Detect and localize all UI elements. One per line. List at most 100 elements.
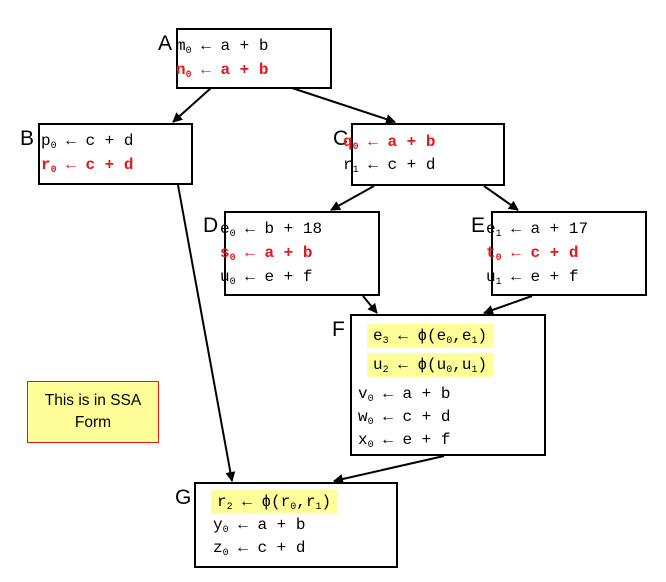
target-var-subscript: 0 bbox=[367, 417, 374, 428]
target-var-subscript: 2 bbox=[382, 365, 389, 376]
target-var-name: w bbox=[358, 408, 368, 426]
target-var: z0 bbox=[213, 539, 229, 559]
target-var: u2 bbox=[373, 356, 389, 376]
phi-operand-2-name: u bbox=[461, 356, 472, 374]
assign-arrow-icon: ← bbox=[358, 156, 388, 174]
expression: e + f bbox=[530, 268, 579, 286]
phi-comma: , bbox=[296, 493, 306, 511]
phi-operand-2-subscript: 1 bbox=[471, 336, 478, 347]
assign-arrow-icon: ← bbox=[191, 37, 221, 55]
expression: c + d bbox=[387, 156, 436, 174]
target-var-subscript: 0 bbox=[352, 142, 359, 153]
assign-arrow-icon: ← bbox=[56, 132, 86, 150]
target-var-name: r bbox=[217, 493, 227, 511]
target-var-subscript: 0 bbox=[222, 525, 229, 536]
assign-arrow-icon: ← bbox=[373, 431, 403, 449]
target-var-name: v bbox=[358, 385, 368, 403]
assign-arrow-icon: ← bbox=[235, 268, 265, 286]
expression: c + d bbox=[402, 408, 451, 426]
target-var-name: u bbox=[373, 356, 383, 374]
target-var-name: x bbox=[358, 431, 368, 449]
target-var-name: p bbox=[41, 132, 51, 150]
instruction-a-2: n0 ← a + b bbox=[176, 60, 268, 81]
expression: b + 18 bbox=[264, 220, 323, 238]
phi-operand-1-name: r bbox=[280, 493, 291, 511]
target-var: u0 bbox=[220, 268, 236, 288]
phi-operand-1: e0 bbox=[437, 327, 453, 347]
instruction-e-1: e1 ← a + 17 bbox=[486, 219, 589, 240]
block-a bbox=[176, 28, 332, 89]
instruction-f-4: w0 ← c + d bbox=[358, 407, 451, 428]
edge-a-to-b bbox=[172, 87, 212, 123]
target-var-name: e bbox=[486, 220, 496, 238]
ssa-form-note-text: This is in SSA Form bbox=[44, 392, 142, 431]
target-var-subscript: 0 bbox=[367, 440, 374, 451]
target-var-name: z bbox=[213, 539, 223, 557]
target-var-subscript: 1 bbox=[352, 165, 359, 176]
phi-close: ) bbox=[321, 493, 332, 511]
target-var-name: r bbox=[343, 156, 353, 174]
edge-e-to-f bbox=[483, 295, 533, 315]
edge-c-to-d bbox=[330, 185, 375, 211]
phi-operand-1-subscript: 0 bbox=[290, 502, 297, 513]
target-var-subscript: 0 bbox=[229, 277, 236, 288]
target-var-subscript: 0 bbox=[495, 253, 502, 264]
target-var-subscript: 3 bbox=[382, 336, 389, 347]
target-var-name: q bbox=[343, 133, 353, 151]
target-var: y0 bbox=[213, 516, 229, 536]
target-var-name: u bbox=[486, 268, 496, 286]
target-var-name: s bbox=[220, 244, 230, 262]
phi-function: ϕ( bbox=[261, 493, 281, 511]
assign-arrow-icon: ← bbox=[501, 244, 531, 262]
target-var: w0 bbox=[358, 408, 374, 428]
target-var-subscript: 1 bbox=[495, 229, 502, 240]
phi-operand-2-subscript: 1 bbox=[471, 365, 478, 376]
assign-arrow-icon: ← bbox=[56, 156, 86, 174]
instruction-a-1: m0 ← a + b bbox=[176, 36, 269, 57]
block-label-f: F bbox=[332, 318, 345, 341]
expression: a + b bbox=[387, 133, 436, 151]
phi-function: ϕ( bbox=[417, 327, 437, 345]
target-var: s0 bbox=[220, 244, 236, 264]
expression: c + d bbox=[530, 244, 579, 262]
expression: a + b bbox=[220, 37, 269, 55]
target-var: u1 bbox=[486, 268, 502, 288]
instruction-d-2: s0 ← a + b bbox=[220, 243, 312, 264]
target-var: q0 bbox=[343, 133, 359, 153]
target-var-subscript: 0 bbox=[50, 141, 57, 152]
assign-arrow-icon: ← bbox=[373, 385, 403, 403]
phi-operand-1: r0 bbox=[280, 493, 297, 513]
phi-comma: , bbox=[452, 356, 462, 374]
instruction-g-2: y0 ← a + b bbox=[213, 515, 306, 536]
phi-operand-2-subscript: 1 bbox=[315, 502, 322, 513]
block-label-a: A bbox=[158, 32, 173, 55]
target-var-name: u bbox=[220, 268, 230, 286]
target-var: r2 bbox=[217, 493, 233, 513]
instruction-d-3: u0 ← e + f bbox=[220, 267, 313, 288]
expression: a + b bbox=[257, 516, 306, 534]
target-var: m0 bbox=[176, 37, 192, 57]
instruction-g-1: r2 ← ϕ(r0,r1) bbox=[211, 490, 338, 514]
instruction-b-2: r0 ← c + d bbox=[41, 155, 133, 176]
instruction-f-2: u2 ← ϕ(u0,u1) bbox=[367, 353, 494, 377]
expression: e + f bbox=[264, 268, 313, 286]
assign-arrow-icon: ← bbox=[228, 539, 258, 557]
phi-function: ϕ( bbox=[417, 356, 437, 374]
phi-operand-1-subscript: 0 bbox=[446, 365, 453, 376]
assign-arrow-icon: ← bbox=[235, 220, 265, 238]
assign-arrow-icon: ← bbox=[373, 408, 403, 426]
target-var: p0 bbox=[41, 132, 57, 152]
target-var: x0 bbox=[358, 431, 374, 451]
phi-operand-1-name: u bbox=[436, 356, 447, 374]
instruction-g-3: z0 ← c + d bbox=[213, 538, 306, 559]
phi-operand-1: u0 bbox=[436, 356, 453, 376]
expression: a + 17 bbox=[530, 220, 589, 238]
target-var-subscript: 0 bbox=[222, 548, 229, 559]
expression: c + d bbox=[257, 539, 306, 557]
target-var: v0 bbox=[358, 385, 374, 405]
instruction-b-1: p0 ← c + d bbox=[41, 131, 133, 152]
target-var: r0 bbox=[41, 156, 57, 176]
target-var-name: m bbox=[176, 37, 186, 55]
ssa-form-note: This is in SSA Form bbox=[27, 381, 159, 443]
phi-comma: , bbox=[452, 327, 462, 345]
